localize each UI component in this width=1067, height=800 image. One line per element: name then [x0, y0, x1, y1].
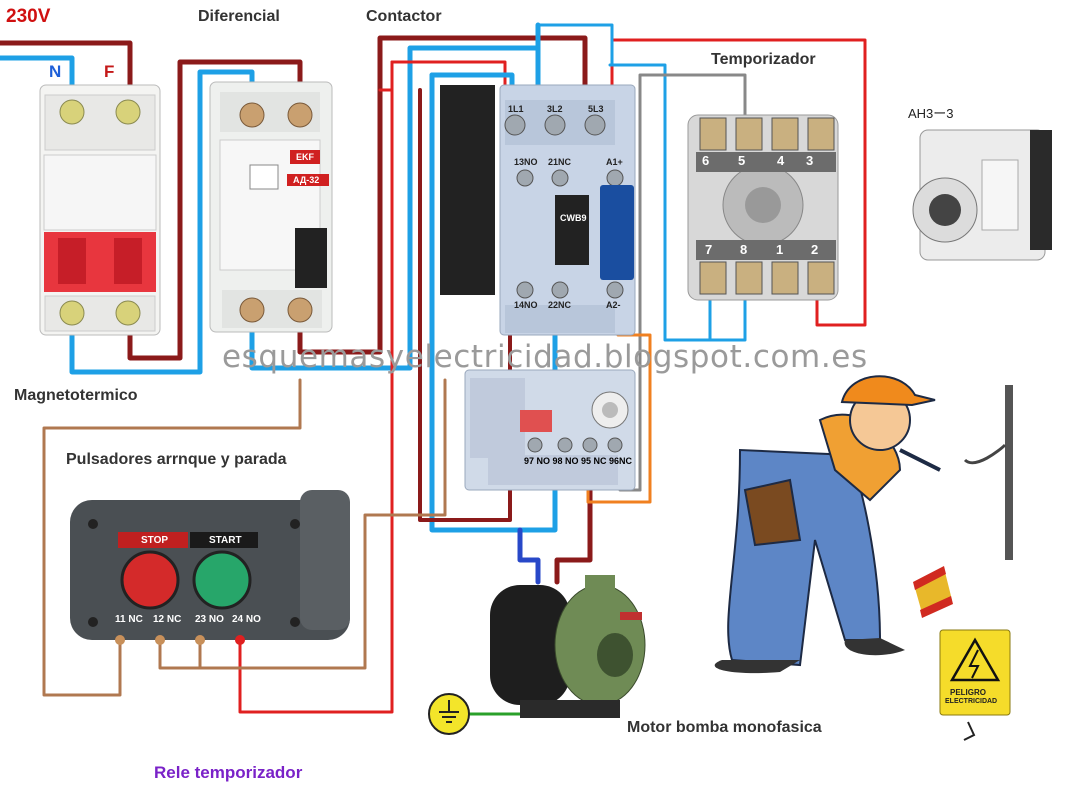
timer-pin-label: 6: [702, 153, 710, 168]
breaker-title: Magnetotermico: [14, 387, 138, 404]
timer-socket-device: [687, 114, 839, 301]
timer-pin-label: 3: [806, 153, 814, 168]
contactor-terminal-label: 5L3: [588, 104, 604, 114]
phase-supply-wire: [0, 40, 133, 103]
contactor-terminal-label: A1+: [606, 157, 623, 167]
start-label: START: [209, 535, 242, 546]
danger-sign-icon: [939, 629, 1011, 741]
phase-label: F: [104, 62, 115, 81]
breaker-to-differential-phase: [127, 59, 303, 361]
warning-sign-line1: PELIGRO: [950, 688, 987, 697]
warning-sign-line2: ELECTRICIDAD: [945, 698, 998, 705]
differential-title: Diferencial: [198, 8, 280, 25]
overload-relay-device: [464, 369, 636, 491]
contactor-terminal-label: 13NO: [514, 157, 538, 167]
blue-top-line: [536, 23, 614, 67]
red-control-wire-down: [238, 60, 394, 714]
blue-timer-wire: [608, 63, 747, 342]
wall-cable: [963, 443, 1007, 465]
motor-title: Motor bomba monofasica: [627, 719, 822, 736]
spain-flag-icon: [913, 566, 953, 618]
breaker-to-differential-neutral: [69, 69, 255, 375]
contactor-terminal-label: 22NC: [548, 300, 572, 310]
contactor-terminal-label: A2-: [606, 300, 621, 310]
voltage-label: 230V: [6, 6, 51, 27]
earth-symbol: [428, 693, 470, 735]
timer-pin-label: 2: [811, 242, 819, 257]
phase-to-overload: [554, 477, 593, 585]
watermark-url: esquemasyelectricidad.blogspot.com.es: [222, 339, 868, 375]
breaker-device: [39, 84, 161, 336]
timer-pin-label: 5: [738, 153, 746, 168]
timer-pin-label: 7: [705, 242, 713, 257]
timer-pin-label: 4: [777, 153, 785, 168]
neutral-label: N: [49, 62, 62, 81]
relay-title: Rele temporizador: [154, 763, 303, 782]
timer-pin-label: 8: [740, 242, 748, 257]
contactor-terminal-label: 3L2: [547, 104, 563, 114]
diff-out-phase-wire: [297, 35, 588, 355]
brown-control-wire-2: [158, 378, 447, 670]
grey-timer-wire: [638, 73, 747, 492]
timer-model-label: AH3ー3: [908, 106, 954, 121]
differential-brand-label: EKF: [296, 152, 314, 162]
contactor-terminal-label: 14NO: [514, 300, 538, 310]
motor-neutral-wire: [517, 527, 541, 585]
stop-label: STOP: [141, 535, 169, 546]
contact-label: 23 NO: [195, 614, 224, 625]
pushbutton-station-device: [70, 490, 350, 645]
wall-panel: [1005, 385, 1013, 560]
differential-model-label: АД-32: [293, 175, 320, 185]
pushbuttons-title: Pulsadores arrnque y parada: [66, 451, 287, 468]
contactor-title: Contactor: [366, 8, 442, 25]
contactor-brand-label: CWB9: [560, 213, 587, 223]
timer-title: Temporizador: [711, 51, 816, 68]
contact-label: 24 NO: [232, 614, 261, 625]
differential-device: [209, 81, 333, 333]
ah3-timer-device: [912, 129, 1052, 261]
overload-contacts-label: 97 NO 98 NO 95 NC 96NC: [524, 456, 633, 466]
contactor-device: [440, 84, 636, 336]
contact-label: 12 NC: [153, 614, 182, 625]
timer-pin-label: 1: [776, 242, 784, 257]
electrician-illustration: [714, 375, 941, 674]
contact-label: 11 NC: [115, 614, 143, 625]
brown-control-wire-1: [42, 378, 302, 697]
contactor-terminal-label: 1L1: [508, 104, 524, 114]
contactor-terminal-label: 21NC: [548, 157, 572, 167]
motor-pump-device: [490, 575, 646, 718]
